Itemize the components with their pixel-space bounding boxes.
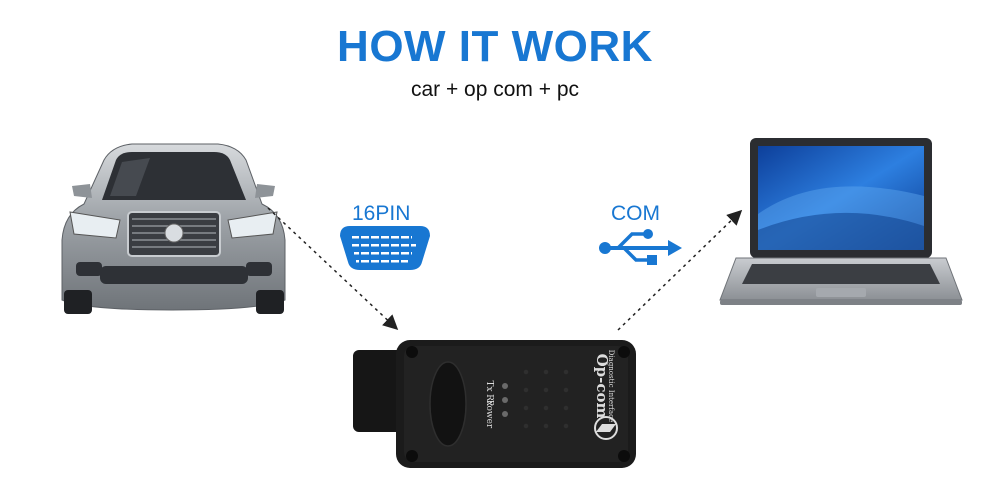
led-label-power: Power <box>484 400 494 429</box>
usb-icon <box>599 229 682 265</box>
page-subtitle: car + op com + pc <box>410 78 580 101</box>
led-label-rx: Rx <box>484 394 494 406</box>
opel-logo-icon <box>594 416 618 440</box>
led-label-tx: Tx <box>484 380 494 391</box>
page-title: HOW IT WORK <box>337 22 653 71</box>
led-rx <box>502 397 508 403</box>
car-image <box>61 143 286 314</box>
device-subtitle: Diagnostic Interface <box>607 350 615 422</box>
arrow-car-to-device <box>267 207 399 331</box>
laptop-image <box>719 138 963 305</box>
led-power <box>502 411 508 417</box>
obd-connector-icon <box>340 226 430 270</box>
opcom-device-image: Tx Rx Power Op-com Diagnostic Interface <box>353 340 636 468</box>
device-brand: Op-com <box>593 354 611 419</box>
connector-label: 16PIN <box>352 202 411 225</box>
led-tx <box>502 383 508 389</box>
arrow-device-to-pc <box>617 209 743 331</box>
port-label: COM <box>611 202 660 225</box>
